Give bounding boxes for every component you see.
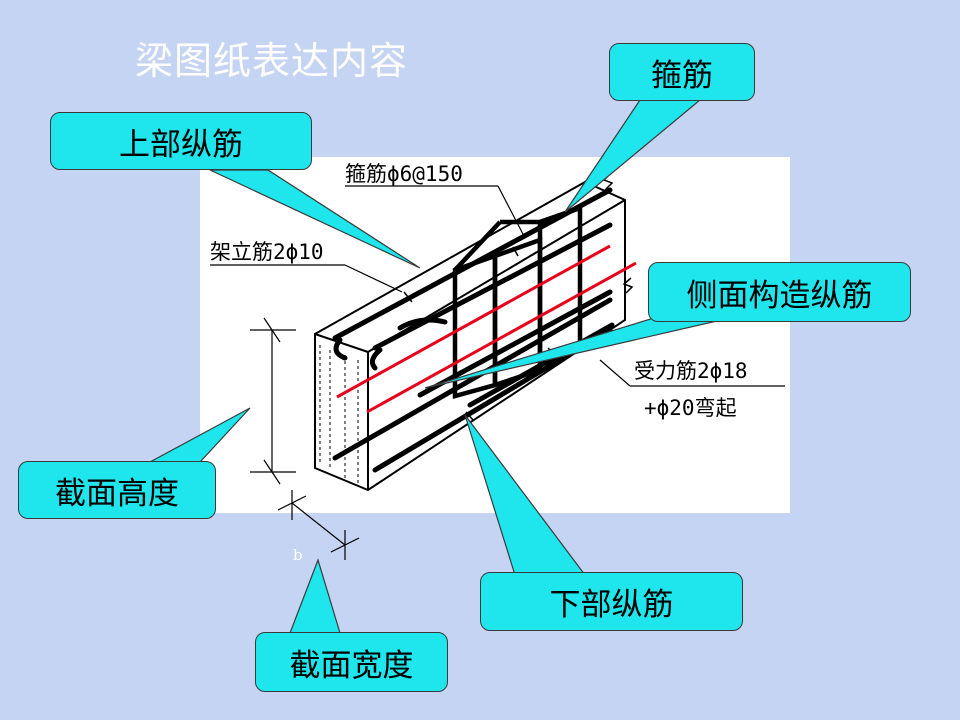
callout-section-height: 截面高度 [18, 461, 216, 519]
callout-bottom-longitudinal: 下部纵筋 [480, 572, 743, 631]
height-dimension [250, 317, 296, 485]
width-dimension-label: b [293, 546, 303, 564]
callout-pointers [149, 99, 731, 634]
annotation-leaders [210, 185, 785, 387]
top-longitudinal-bars [332, 187, 613, 371]
callout-side-longitudinal: 侧面构造纵筋 [648, 262, 911, 322]
slide-title: 梁图纸表达内容 [135, 39, 409, 83]
callout-stirrup: 箍筋 [609, 43, 755, 101]
callout-top-longitudinal: 上部纵筋 [50, 112, 312, 170]
width-dimension [277, 490, 360, 560]
section-hatch [319, 345, 359, 484]
stirrup-spec-note: 箍筋ϕ6@150 [345, 162, 463, 186]
callout-section-width: 截面宽度 [255, 632, 448, 692]
main-bar-note-line2: +ϕ20弯起 [644, 396, 737, 420]
side-longitudinal-bars [336, 244, 637, 414]
erection-bar-note: 架立筋2ϕ10 [210, 240, 324, 264]
main-bar-note-line1: 受力筋2ϕ18 [634, 359, 748, 383]
